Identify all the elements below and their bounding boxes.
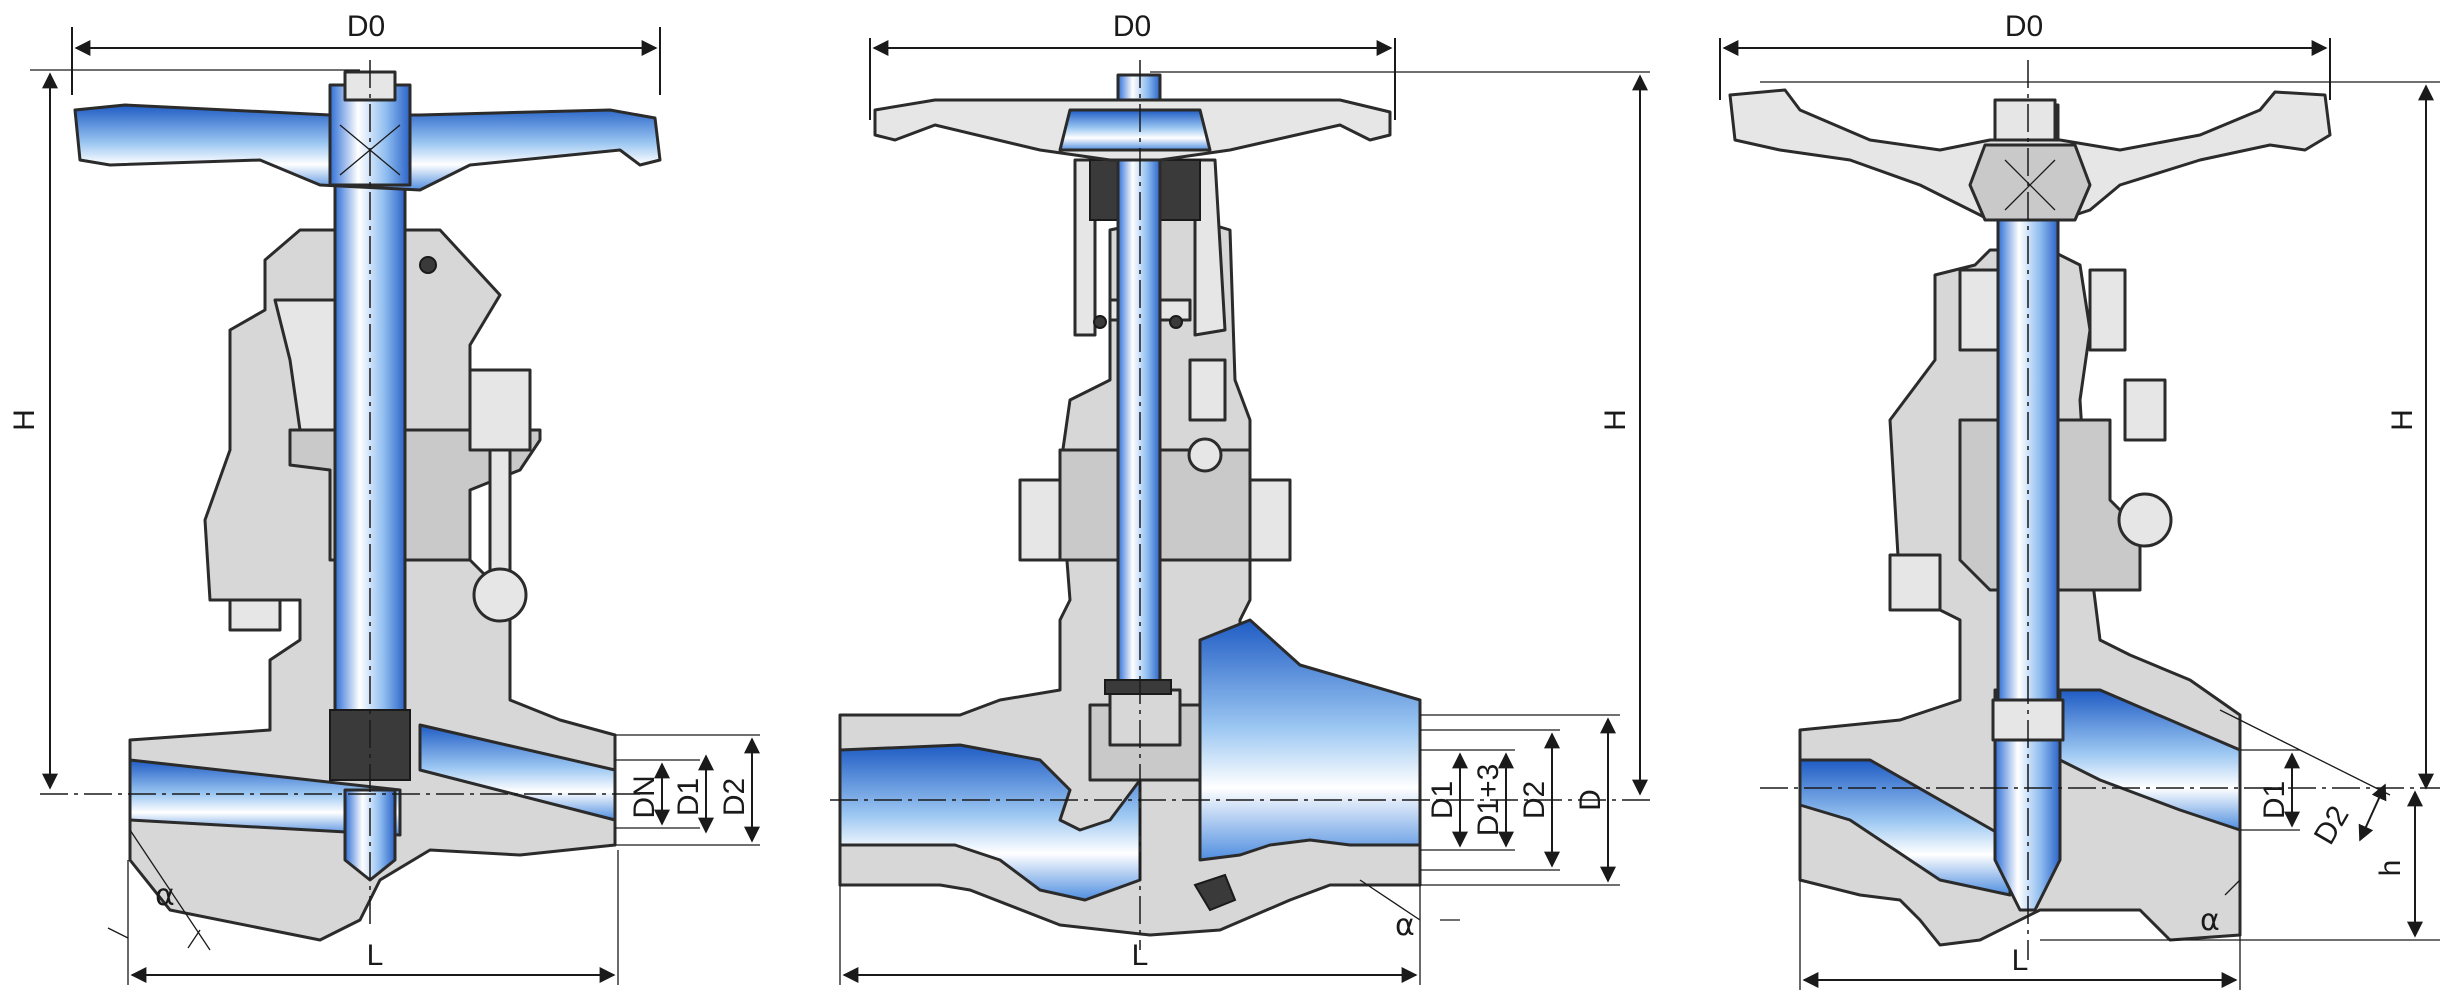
left-h-label: H [8,409,41,431]
mid-handwheel-hub [1058,108,1212,152]
mid-alpha-line [1359,879,1421,921]
mid-d2-label: D2 [1518,781,1551,819]
left-alpha-arc [107,927,201,949]
right-gland-bolt [2123,378,2167,442]
right-h-small-label: h [2374,860,2407,877]
left-d1-label: D1 [672,778,705,816]
left-d0-label: D0 [347,10,385,43]
mid-d1p3-label: D1+3 [1472,764,1505,837]
right-d2-dimension [2358,783,2387,842]
right-eyebolt-ring [2117,492,2173,548]
left-inlet-port [128,758,402,837]
left-l-label: L [367,939,384,972]
mid-d-label: D [1574,789,1607,811]
right-valve: D0 H D1 D2 [1719,10,2440,990]
right-stem-nut [1993,98,2057,142]
mid-pin-right-icon [1169,315,1183,329]
left-gland-bolt [468,368,532,452]
mid-stem-collar [1104,679,1172,695]
mid-outlet-port [1198,618,1422,862]
mid-alpha-label: α [1395,908,1415,943]
right-yoke-block-left [1958,268,2002,352]
left-grease-dot [419,256,437,274]
right-d2-leader [2219,709,2391,796]
left-side-bolt [228,598,282,632]
right-alpha-label: α [2200,903,2220,938]
right-inlet-port [1798,758,2012,897]
right-l-label: L [2012,944,2029,977]
right-d0-label: D0 [2005,10,2043,43]
mid-left-bolt [1018,478,1062,562]
left-yoke-arm [273,298,342,432]
mid-d1-label: D1 [1426,781,1459,819]
left-valve: D0 H [8,10,760,985]
left-alpha-line [129,829,211,951]
right-handwheel-hub [1968,143,2092,222]
right-alpha-arc [2224,879,2241,896]
mid-h-label: H [1599,409,1632,431]
mid-eyebolt-rod [1188,358,1227,422]
right-h-label: H [2386,409,2419,431]
mid-disc [1108,688,1182,747]
mid-stem [1116,73,1162,692]
left-d2-label: D2 [718,778,751,816]
middle-valve: D0 H [830,10,1650,985]
right-side-bolt [1888,553,1942,612]
right-hub-cross-icon [2004,159,2056,211]
left-eyebolt-rod [488,448,512,582]
right-d2-label: D2 [2308,800,2356,850]
left-dn-label: DN [628,775,661,818]
mid-pin-left-icon [1093,315,1107,329]
right-yoke-block [2088,268,2127,352]
mid-eyebolt-ring [1187,437,1223,473]
mid-d0-label: D0 [1113,10,1151,43]
mid-l-label: L [1132,939,1149,972]
left-outlet-port [418,723,617,822]
left-eyebolt-ring [472,567,528,623]
right-outlet-port [2058,688,2242,832]
left-alpha-label: α [155,878,175,913]
right-d1-label: D1 [2258,781,2291,819]
mid-drain-plug [1193,873,1237,912]
mid-right-bolt [1248,478,1292,562]
